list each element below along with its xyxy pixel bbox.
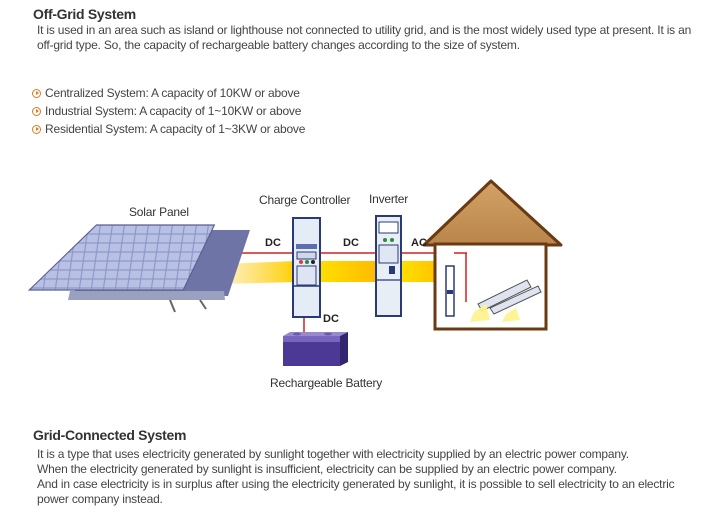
grid-line2: When the electricity generated by sunlig…: [37, 462, 617, 476]
bullet-arrow-icon: [32, 88, 41, 98]
bullet-centralized: Centralized System: A capacity of 10KW o…: [32, 86, 300, 100]
grid-title: Grid-Connected System: [33, 427, 187, 443]
dc-label-battery: DC: [323, 313, 339, 325]
solar-panel-icon: [27, 224, 250, 313]
offgrid-desc-line1: It is used in an area such as island or …: [37, 23, 692, 37]
offgrid-title: Off-Grid System: [33, 6, 136, 22]
ac-label: AC: [411, 237, 427, 249]
charge-controller-label: Charge Controller: [259, 193, 351, 207]
solar-panel-label: Solar Panel: [129, 205, 189, 219]
bullet-text: Industrial System: A capacity of 1~10KW …: [45, 104, 302, 118]
bullet-industrial: Industrial System: A capacity of 1~10KW …: [32, 104, 301, 118]
house-icon: [422, 179, 563, 331]
battery-icon: [283, 332, 348, 366]
bullet-arrow-icon: [32, 124, 41, 134]
offgrid-desc-line2: off-grid type. So, the capacity of recha…: [37, 38, 520, 52]
energy-beam: [222, 261, 450, 284]
bullet-text: Residential System: A capacity of 1~3KW …: [45, 122, 306, 136]
grid-line3: And in case electricity is in surplus af…: [37, 477, 675, 491]
bullet-residential: Residential System: A capacity of 1~3KW …: [32, 122, 305, 136]
bullet-text: Centralized System: A capacity of 10KW o…: [45, 86, 300, 100]
dc-label-panel: DC: [265, 237, 281, 249]
grid-line1: It is a type that uses electricity gener…: [37, 447, 629, 461]
bullet-arrow-icon: [32, 106, 41, 116]
inverter-icon: [375, 215, 402, 317]
dc-label-controller: DC: [343, 237, 359, 249]
inverter-label: Inverter: [369, 192, 409, 206]
grid-line4: power company instead.: [37, 492, 163, 506]
battery-label: Rechargeable Battery: [270, 376, 383, 390]
charge-controller-icon: [292, 217, 321, 318]
